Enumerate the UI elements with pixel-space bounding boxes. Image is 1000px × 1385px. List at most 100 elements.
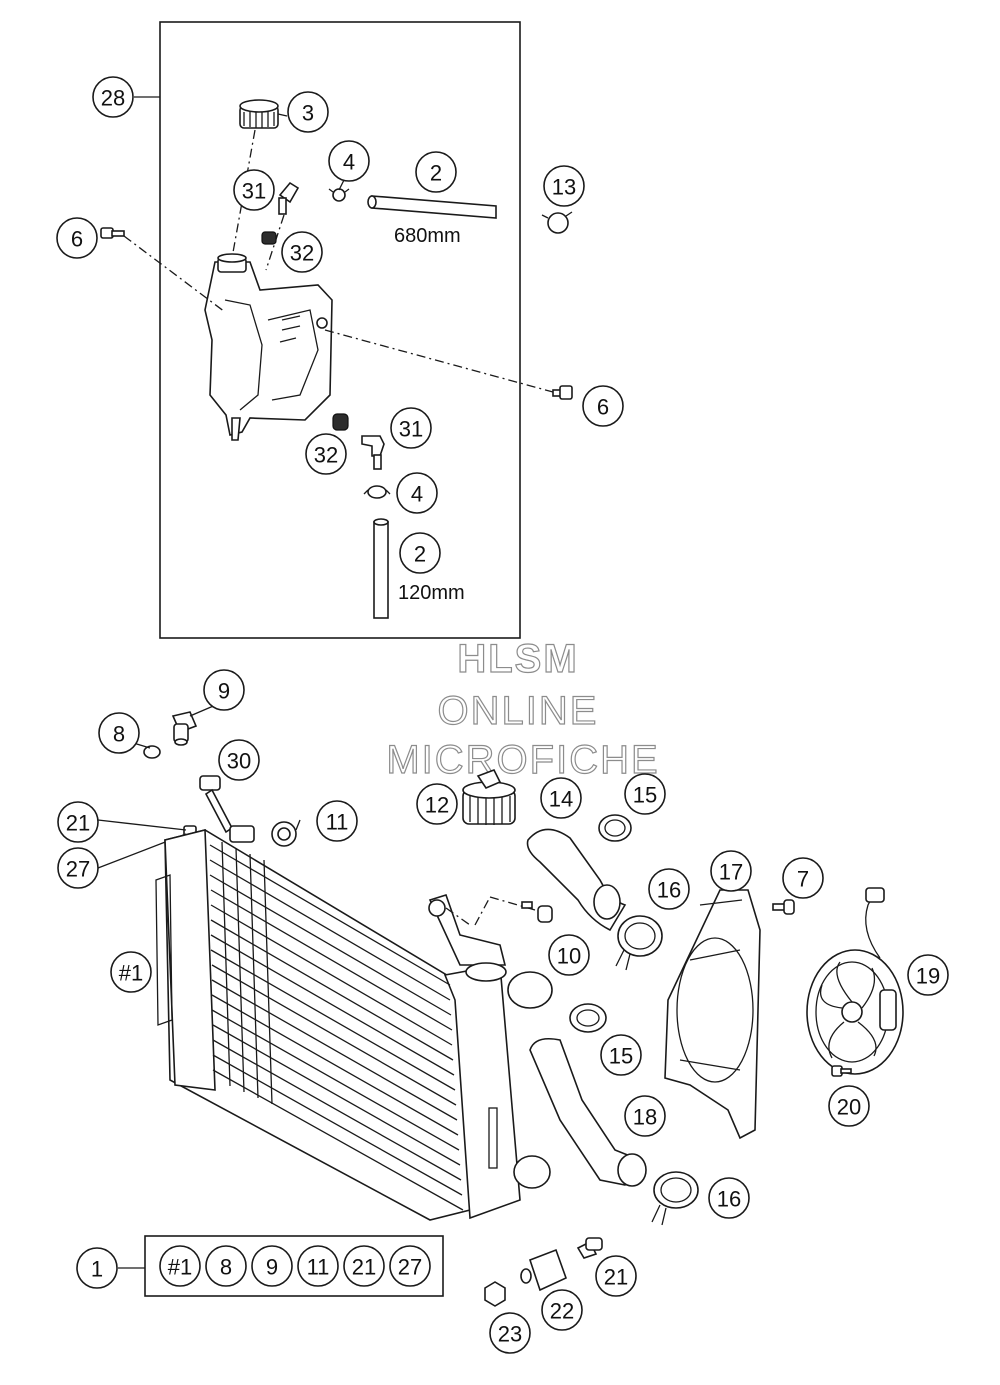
grommet bbox=[261, 231, 277, 245]
callout-c10: 10 bbox=[548, 934, 590, 976]
callout-label: 18 bbox=[633, 1105, 657, 1130]
callout-c21b: 21 bbox=[595, 1255, 637, 1297]
kit-item-label: #1 bbox=[168, 1255, 192, 1280]
tank-bolt-right bbox=[552, 385, 573, 400]
callout-c6b: 6 bbox=[582, 385, 624, 427]
fan-screw bbox=[831, 1065, 852, 1077]
callout-label: 9 bbox=[218, 679, 230, 704]
callout-c16b: 16 bbox=[708, 1177, 750, 1219]
callout-c17: 17 bbox=[710, 850, 752, 892]
callout-c12: 12 bbox=[416, 783, 458, 825]
callout-c9: 9 bbox=[203, 669, 245, 711]
callout-c15a: 15 bbox=[624, 773, 666, 815]
callout-c18: 18 bbox=[624, 1095, 666, 1137]
callout-c32b: 32 bbox=[305, 433, 347, 475]
callout-c19: 19 bbox=[907, 954, 949, 996]
callout-c2a: 2 bbox=[415, 151, 457, 193]
fan-shroud bbox=[664, 889, 761, 1140]
callout-label: 11 bbox=[326, 810, 349, 835]
callout-c21a: 21 bbox=[57, 801, 99, 843]
hose-clamp-lower-b bbox=[569, 1003, 607, 1033]
callout-c7: 7 bbox=[782, 857, 824, 899]
callout-c1: 1 bbox=[76, 1247, 118, 1289]
kit-item-label: 9 bbox=[266, 1255, 278, 1280]
callout-label: #1 bbox=[119, 961, 143, 986]
o-ring bbox=[143, 745, 161, 759]
radiator bbox=[155, 821, 553, 1221]
hose-clamp-lower bbox=[363, 485, 391, 499]
callout-label: 22 bbox=[550, 1299, 574, 1324]
shroud-screw bbox=[772, 899, 795, 915]
spring-clamp-lower bbox=[651, 1171, 699, 1226]
callout-label: 1 bbox=[91, 1257, 103, 1282]
tank-cap bbox=[239, 99, 279, 129]
callout-c20: 20 bbox=[828, 1085, 870, 1127]
callout-c27: 27 bbox=[57, 847, 99, 889]
kit-item: 27 bbox=[389, 1245, 431, 1287]
kit-callout-layer: #1 8 9 11 21 27 bbox=[159, 1245, 431, 1287]
callout-label: 16 bbox=[717, 1187, 741, 1212]
hose-short bbox=[373, 518, 389, 619]
callout-label: 23 bbox=[498, 1322, 522, 1347]
callout-c2b: 2 bbox=[399, 532, 441, 574]
hose-clamp bbox=[328, 188, 350, 202]
callout-c3: 3 bbox=[287, 91, 329, 133]
callout-label: 15 bbox=[609, 1044, 633, 1069]
callout-label: 17 bbox=[719, 860, 743, 885]
callout-c4a: 4 bbox=[328, 140, 370, 182]
hose-clamp-upper bbox=[598, 814, 632, 842]
tank-group-frame bbox=[159, 21, 521, 639]
callout-c16a: 16 bbox=[648, 868, 690, 910]
nut bbox=[484, 1281, 506, 1307]
callout-c8: 8 bbox=[98, 712, 140, 754]
watermark-line1: HLSM bbox=[457, 637, 578, 681]
callout-label: 32 bbox=[314, 443, 338, 468]
callout-label: 21 bbox=[604, 1265, 628, 1290]
kit-item: 21 bbox=[343, 1245, 385, 1287]
callout-label: 30 bbox=[227, 749, 251, 774]
screw bbox=[199, 775, 234, 834]
callout-label: 4 bbox=[411, 482, 423, 507]
callout-c13: 13 bbox=[543, 165, 585, 207]
callout-label: 16 bbox=[657, 878, 681, 903]
kit-box bbox=[144, 1235, 444, 1297]
callout-label: 6 bbox=[597, 395, 609, 420]
cooling-fan bbox=[806, 887, 904, 1075]
callout-label: 13 bbox=[552, 175, 576, 200]
elbow-fitting bbox=[278, 181, 300, 215]
watermark-line3: MICROFICHE bbox=[386, 738, 659, 782]
radiator-cap bbox=[462, 768, 516, 825]
spring-clamp-upper bbox=[615, 915, 663, 971]
hose-short-length: 120mm bbox=[398, 582, 465, 604]
callout-label: 2 bbox=[430, 161, 442, 186]
grommet-lower bbox=[332, 413, 349, 431]
kit-item: 8 bbox=[205, 1245, 247, 1287]
hose-long bbox=[367, 195, 497, 219]
callout-label: 27 bbox=[66, 857, 90, 882]
kit-item-label: 27 bbox=[398, 1255, 422, 1280]
kit-item-label: 11 bbox=[307, 1255, 330, 1280]
radiator-bolt bbox=[521, 901, 553, 923]
elbow-fitting-lower bbox=[361, 435, 385, 470]
callout-c22: 22 bbox=[541, 1289, 583, 1331]
callout-c23: 23 bbox=[489, 1312, 531, 1354]
callout-c11: 11 bbox=[316, 800, 358, 842]
kit-item: 11 bbox=[297, 1245, 339, 1287]
callout-label: 15 bbox=[633, 783, 657, 808]
rubber-spacer bbox=[520, 1248, 567, 1292]
callout-c6a: 6 bbox=[56, 217, 98, 259]
tank-bolt-left bbox=[100, 227, 125, 239]
callout-label: 32 bbox=[290, 241, 314, 266]
drain-bolt bbox=[576, 1237, 603, 1259]
callout-label: 3 bbox=[302, 101, 314, 126]
callout-c31b: 31 bbox=[390, 407, 432, 449]
callout-c14: 14 bbox=[540, 777, 582, 819]
callout-label: 6 bbox=[71, 227, 83, 252]
callout-c15b: 15 bbox=[600, 1034, 642, 1076]
callout-label: 19 bbox=[916, 964, 940, 989]
kit-item-label: 8 bbox=[220, 1255, 232, 1280]
callout-label: 10 bbox=[557, 944, 581, 969]
upper-radiator-hose bbox=[526, 828, 627, 932]
